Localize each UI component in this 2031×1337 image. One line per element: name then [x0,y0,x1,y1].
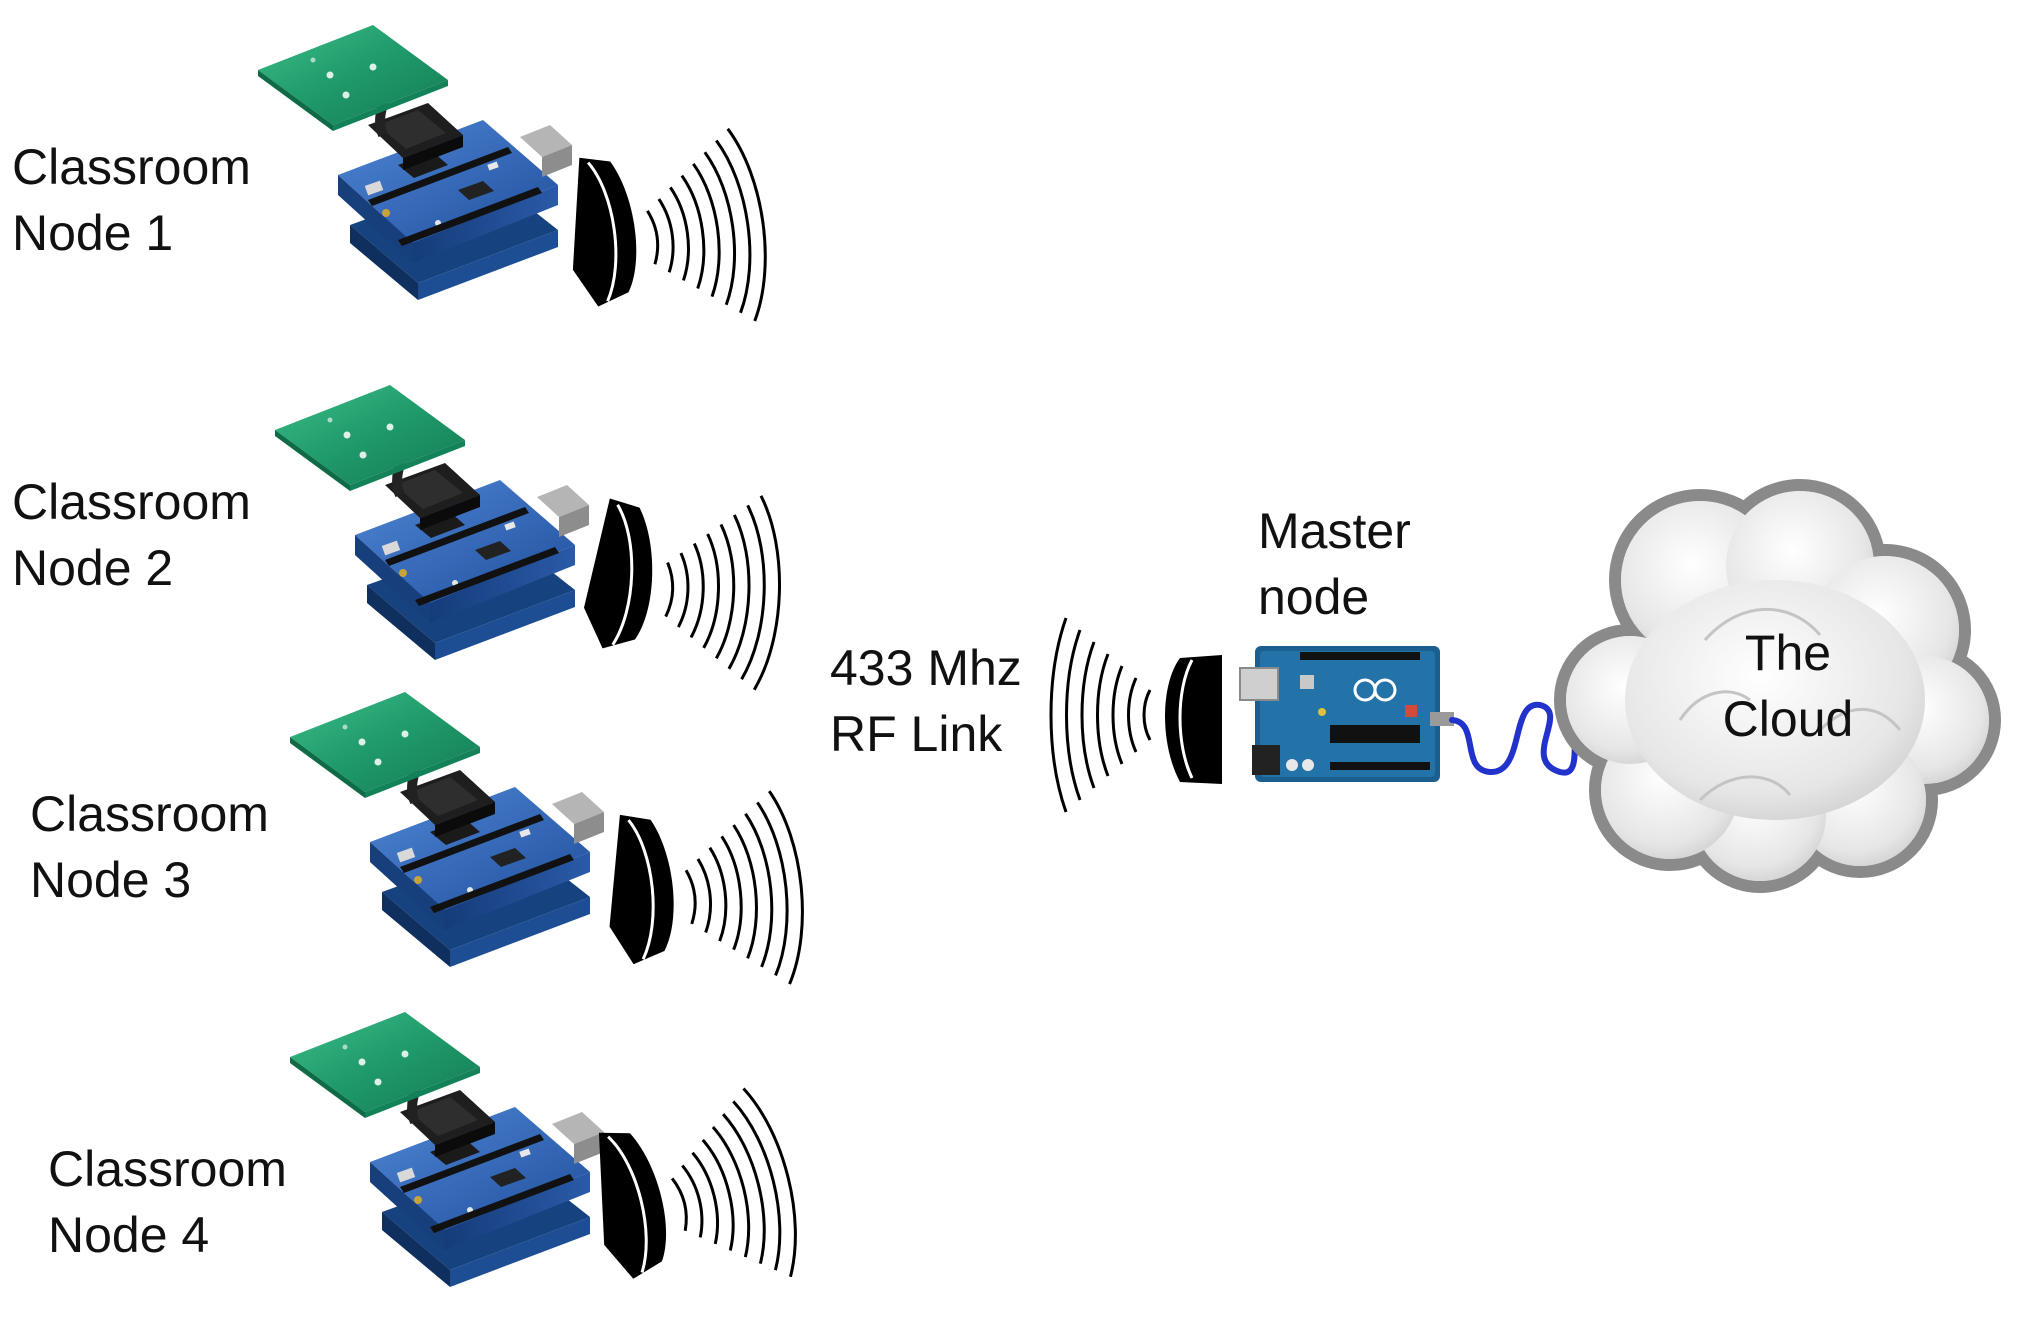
master-label-line1: Master [1258,503,1411,559]
cloud-label: The Cloud [1688,620,1888,752]
classroom-node-1-label: Classroom Node 1 [12,134,251,266]
rf-transceiver-icon [554,124,778,347]
classroom-node-2 [275,385,785,692]
node-label-line1: Classroom [48,1141,287,1197]
master-label-line2: node [1258,569,1370,625]
classroom-node-1 [258,25,778,347]
node-label-line1: Classroom [12,474,251,530]
classroom-node-3 [290,692,813,1004]
rf-transceiver-icon [595,787,813,1004]
node-label-line2: Node 2 [12,540,174,596]
node-label-line2: Node 4 [48,1207,210,1263]
arduino-board-icon [1239,646,1440,782]
cloud-label-line2: Cloud [1722,691,1854,747]
cloud-icon [1554,479,2001,893]
master-transceiver-icon [1049,617,1222,813]
rf-link-line2: RF Link [830,706,1003,762]
rfid-reader-device-icon [258,25,572,300]
rf-link-label: 433 Mhz RF Link [830,635,1022,767]
rf-link-line1: 433 Mhz [830,640,1022,696]
node-label-line2: Node 3 [30,852,192,908]
node-label-line2: Node 1 [12,205,174,261]
rf-transceiver-icon [574,1081,814,1321]
node-label-line1: Classroom [12,139,251,195]
rfid-reader-device-icon [290,692,604,967]
classroom-node-4-label: Classroom Node 4 [48,1136,287,1268]
node-label-line1: Classroom [30,786,269,842]
classroom-node-2-label: Classroom Node 2 [12,469,251,601]
rfid-reader-device-icon [275,385,589,660]
classroom-node-4 [290,1012,814,1321]
master-node-label: Master node [1258,498,1411,630]
rfid-reader-device-icon [290,1012,604,1287]
cloud-label-line1: The [1744,625,1832,681]
rf-transceiver-icon [579,488,785,692]
classroom-node-3-label: Classroom Node 3 [30,781,269,913]
usb-cable [1430,697,1591,776]
